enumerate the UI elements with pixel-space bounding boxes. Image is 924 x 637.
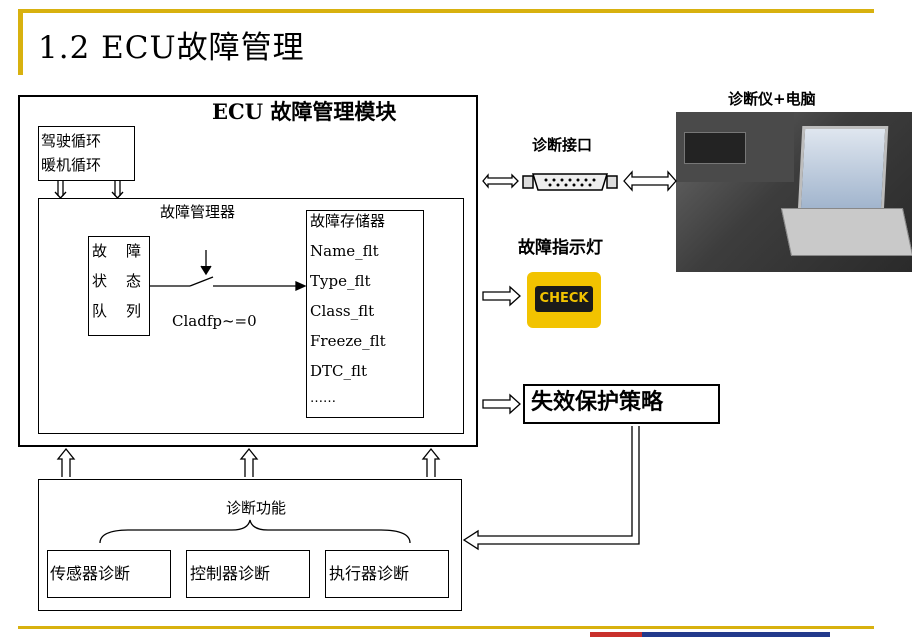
fault-memory-field: Class_flt bbox=[310, 302, 375, 320]
diag-function-box bbox=[47, 550, 171, 598]
status-queue-char: 故 bbox=[92, 242, 108, 260]
title-bar-line bbox=[18, 9, 874, 13]
footer-red-strip bbox=[590, 632, 642, 637]
status-queue-char: 列 bbox=[126, 302, 142, 320]
diag-function-label: 控制器诊断 bbox=[190, 564, 271, 583]
status-queue-char: 状 bbox=[92, 272, 108, 290]
warmup-cycle-label: 暖机循环 bbox=[41, 156, 102, 174]
driving-cycle-label: 驾驶循环 bbox=[41, 132, 102, 150]
failsafe-box bbox=[523, 384, 720, 424]
diag-function-label: 执行器诊断 bbox=[329, 564, 410, 583]
fault-memory-field: …… bbox=[310, 391, 336, 406]
cycle-box bbox=[38, 126, 135, 181]
diag-function-box bbox=[325, 550, 449, 598]
fault-memory-box bbox=[306, 210, 424, 418]
title-accent-bar bbox=[18, 13, 23, 75]
footer-line bbox=[18, 626, 874, 629]
status-queue-char: 态 bbox=[126, 272, 142, 290]
fault-memory-field: Type_flt bbox=[310, 272, 371, 290]
diag-interface-label: 诊断接口 bbox=[532, 136, 593, 154]
fault-memory-field: Freeze_flt bbox=[310, 332, 386, 350]
footer-blue-strip bbox=[642, 632, 830, 637]
diag-function-label: 传感器诊断 bbox=[50, 564, 131, 583]
diag-connector-icon bbox=[522, 173, 618, 191]
diag-tool-label: 诊断仪+电脑 bbox=[728, 90, 816, 108]
condition-label: Cladfp~=0 bbox=[172, 312, 257, 330]
fault-manager-title: 故障管理器 bbox=[160, 203, 236, 221]
status-queue-box bbox=[88, 236, 150, 336]
fault-lamp-label: 故障指示灯 bbox=[518, 238, 603, 258]
fault-memory-title: 故障存储器 bbox=[310, 212, 386, 230]
check-engine-icon: CHECK bbox=[527, 272, 601, 328]
fault-memory-field: DTC_flt bbox=[310, 362, 368, 380]
diag-tool-photo bbox=[676, 112, 912, 272]
check-badge: CHECK bbox=[535, 286, 593, 312]
diag-function-box bbox=[186, 550, 310, 598]
status-queue-char: 障 bbox=[126, 242, 142, 260]
slide-title: 1.2 ECU故障管理 bbox=[38, 30, 305, 66]
ecu-module-title: ECU 故障管理模块 bbox=[212, 99, 397, 124]
diag-functions-title: 诊断功能 bbox=[226, 499, 287, 517]
car-radio-shape bbox=[684, 132, 746, 164]
fault-memory-field: Name_flt bbox=[310, 242, 379, 260]
status-queue-char: 队 bbox=[92, 302, 108, 320]
failsafe-label: 失效保护策略 bbox=[531, 390, 664, 415]
